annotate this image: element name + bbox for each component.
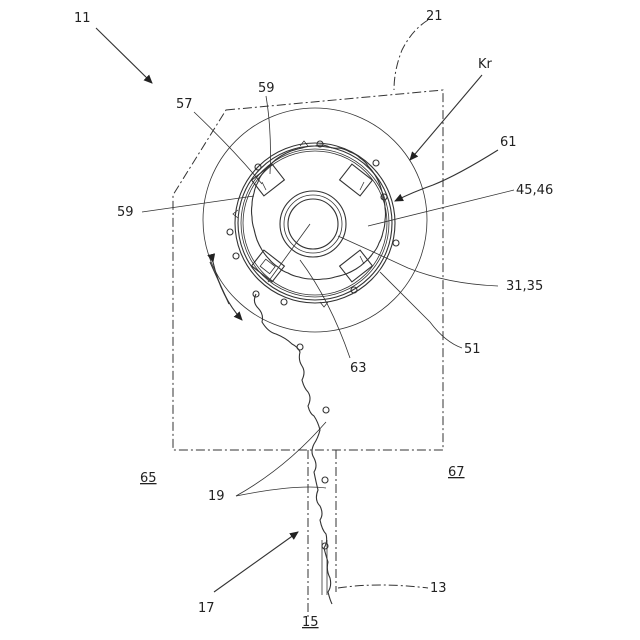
label-19: 19 [208,489,225,504]
ring-inner-2 [243,151,387,295]
leader-17 [214,532,298,592]
hub-outer [280,191,346,257]
label-59-top: 59 [258,81,275,96]
block-upper-right [340,164,373,196]
label-13: 13 [430,581,447,596]
label-51: 51 [464,342,481,357]
rotation-arrow-tail [210,262,229,304]
ring-mid [238,146,392,300]
leader-19-a [236,422,326,496]
rotation-arrow [213,262,242,320]
label-45-46: 45,46 [516,183,553,198]
label-17: 17 [198,601,215,616]
label-31-35: 31,35 [506,279,543,294]
cable-wave [254,294,332,604]
leader-13 [338,585,428,588]
label-11: 11 [74,11,91,26]
label-21: 21 [426,9,443,24]
leader-Kr [410,75,482,160]
hub-mid [284,195,342,253]
block-lower-right [340,250,373,282]
label-57: 57 [176,97,193,112]
hub-inner [288,199,338,249]
label-59-left: 59 [117,205,134,220]
label-Kr: Kr [478,57,493,72]
leader-3135 [338,236,498,286]
leader-51 [380,272,462,348]
leader-11 [96,28,152,83]
label-67: 67 [448,465,465,480]
leader-61 [395,150,498,201]
label-15: 15 [302,615,319,630]
label-61: 61 [500,135,517,150]
label-65: 65 [140,471,157,486]
leader-21 [394,20,428,90]
label-63: 63 [350,361,367,376]
